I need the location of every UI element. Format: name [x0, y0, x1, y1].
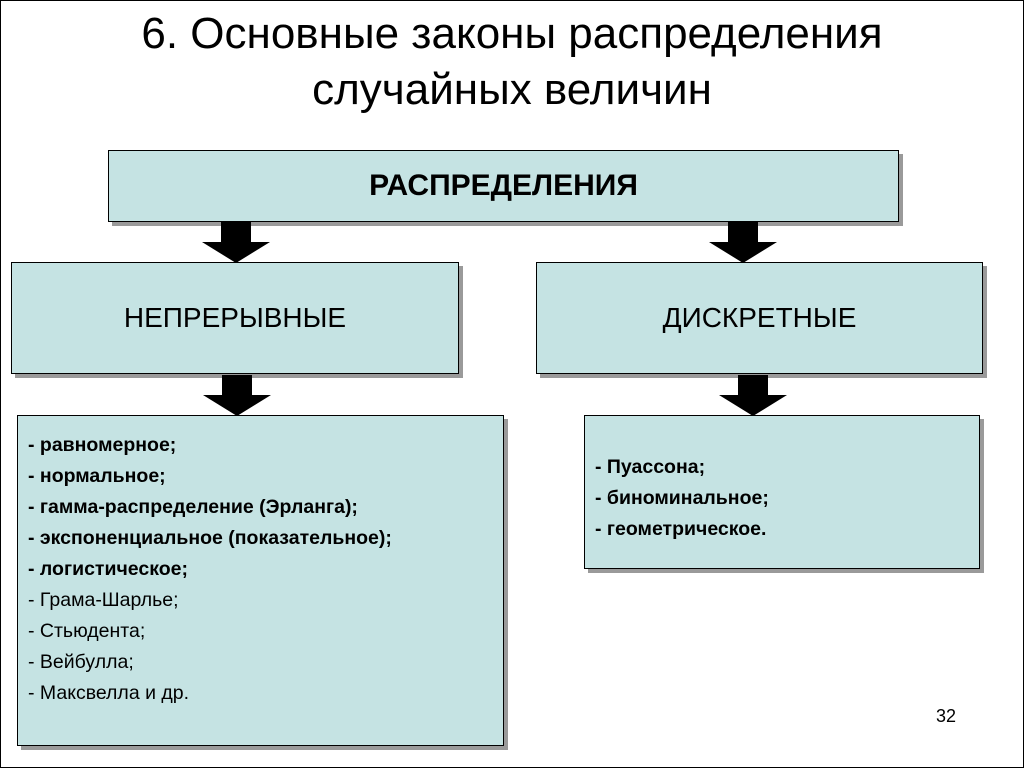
- list-item: - гамма-распределение (Эрланга);: [28, 496, 358, 518]
- discrete-label: ДИСКРЕТНЫЕ: [662, 302, 857, 333]
- arrow-down-icon-root-to-discrete: [709, 222, 777, 263]
- arrow-down-icon-discrete-to-list: [719, 375, 787, 416]
- list-item: - Пуассона;: [595, 456, 706, 478]
- continuous-box: НЕПРЕРЫВНЫЕ: [11, 262, 459, 374]
- root-box: РАСПРЕДЕЛЕНИЯ: [108, 150, 899, 222]
- discrete-list: - Пуассона; - биноминальное; - геометричес…: [595, 452, 979, 545]
- slide-title: 6. Основные законы распределения случайн…: [0, 6, 1024, 118]
- arrow-down-icon-root-to-continuous: [202, 222, 270, 263]
- discrete-box: ДИСКРЕТНЫЕ: [536, 262, 983, 374]
- list-item: - Стьюдента;: [28, 620, 146, 642]
- page-number: 32: [936, 706, 957, 726]
- list-item: - экспоненциальное (показательное);: [28, 527, 392, 549]
- list-item: - нормальное;: [28, 465, 166, 487]
- continuous-list: - равномерное; - нормальное; - гамма-распр…: [28, 430, 503, 709]
- continuous-list-box: - равномерное; - нормальное; - гамма-распр…: [17, 415, 504, 746]
- title-line-2: случайных величин: [312, 65, 712, 114]
- list-item: - логистическое;: [28, 558, 188, 580]
- list-item: - Грама-Шарлье;: [28, 589, 179, 611]
- list-item: - равномерное;: [28, 434, 177, 456]
- continuous-label: НЕПРЕРЫВНЫЕ: [123, 302, 347, 333]
- list-item: - геометрическое.: [595, 518, 767, 540]
- title-line-1: 6. Основные законы распределения: [141, 9, 883, 58]
- list-item: - биноминальное;: [595, 487, 769, 509]
- root-box-label: РАСПРЕДЕЛЕНИЯ: [369, 169, 638, 202]
- discrete-list-box: - Пуассона; - биноминальное; - геометричес…: [584, 415, 980, 569]
- arrow-down-icon-continuous-to-list: [203, 375, 271, 416]
- list-item: - Максвелла и др.: [28, 682, 190, 704]
- list-item: - Вейбулла;: [28, 651, 134, 673]
